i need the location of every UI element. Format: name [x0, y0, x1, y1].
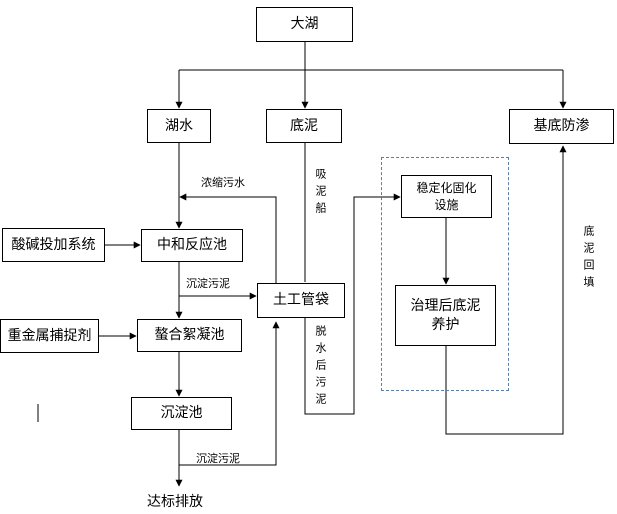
node-dahu: 大湖 [256, 7, 353, 42]
node-dini: 底泥 [266, 109, 342, 143]
node-dahu-label: 大湖 [290, 16, 319, 33]
node-tugong: 土工管袋 [257, 283, 345, 318]
edge-chendian-wuni-lower [179, 321, 280, 466]
node-aohe: 螯合絮凝池 [137, 319, 242, 352]
node-dabiao-label: 达标排放 [147, 494, 203, 510]
label-nongsuo: 浓缩污水 [201, 176, 245, 189]
node-zhonghe-label: 中和反应池 [157, 237, 227, 254]
node-hushui-label: 湖水 [165, 117, 193, 134]
edge-nongsuo-return [179, 193, 277, 285]
node-zhili-line2: 养护 [431, 316, 460, 333]
treatment-group-frame [381, 157, 509, 391]
node-suanjian: 酸碱投加系统 [2, 228, 105, 262]
label-xinichuan: 吸泥船 [314, 168, 327, 219]
node-wending-line1: 稳定化固化 [416, 181, 477, 196]
label-chendian-wuni-upper: 沉淀污泥 [186, 277, 230, 290]
node-hushui: 湖水 [147, 109, 211, 143]
label-chendian-wuni-lower: 沉淀污泥 [196, 452, 240, 465]
node-dini-label: 底泥 [290, 117, 318, 134]
node-wending-line2: 设施 [434, 197, 459, 212]
label-tuoshui: 脱水后污泥 [314, 325, 327, 410]
node-chendian-label: 沉淀池 [160, 405, 203, 422]
node-aohe-label: 螯合絮凝池 [154, 327, 225, 344]
node-zhongjinshu: 重金属捕捉剂 [0, 319, 99, 353]
node-suanjian-label: 酸碱投加系统 [11, 236, 96, 253]
node-zhonghe: 中和反应池 [141, 229, 243, 262]
node-chendian: 沉淀池 [131, 397, 232, 430]
node-zhili: 治理后底泥 养护 [395, 285, 496, 346]
edge-tuoshui-wending [304, 193, 401, 415]
label-dinihuitian: 底泥回填 [582, 225, 595, 293]
node-tugong-label: 土工管袋 [273, 292, 329, 309]
node-zhili-line1: 治理后底泥 [410, 297, 481, 314]
node-dabiao: 达标排放 [147, 491, 203, 511]
node-jidi-label: 基底防渗 [533, 118, 590, 135]
node-zhongjinshu-label: 重金属捕捉剂 [7, 327, 92, 344]
node-jidi: 基底防渗 [509, 109, 614, 144]
node-wending: 稳定化固化 设施 [401, 175, 492, 218]
